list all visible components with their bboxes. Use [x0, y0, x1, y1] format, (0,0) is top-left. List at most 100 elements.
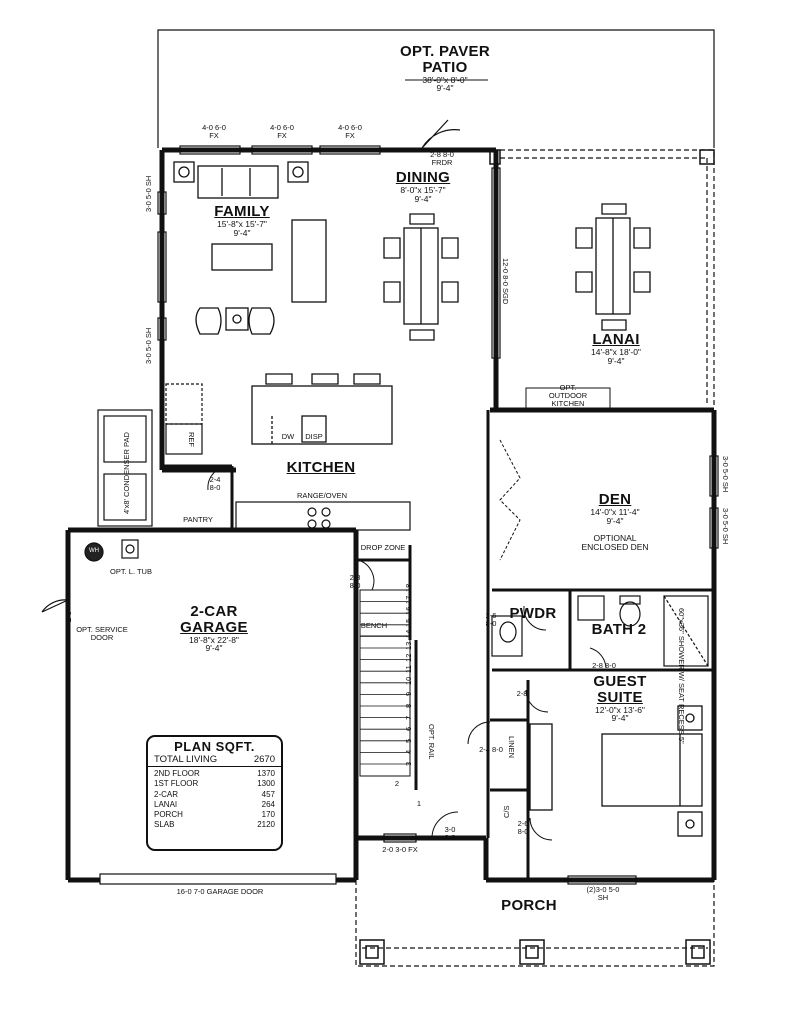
patio-dims: 38'-0"x 8'-0": [422, 74, 468, 85]
kitchen-name: KITCHEN: [286, 459, 356, 476]
den-window-2: 3-0 5-0 SH: [721, 508, 730, 545]
front-window-label: 2-0 3-0 FX: [382, 845, 418, 854]
guest-window: [567, 875, 637, 885]
sh-window-family-top: 3-0 5-0 SH: [144, 175, 153, 212]
tub-label: OPT. L. TUB: [110, 567, 152, 576]
wh-label: WH: [89, 548, 99, 554]
lanai-ceiling: 9'-4": [607, 355, 625, 366]
outdoor-kitchen-box: [525, 387, 611, 410]
family-name: FAMILY: [214, 203, 270, 220]
stair-number: 18: [404, 583, 413, 592]
sqft-total-value: 2670: [253, 754, 275, 765]
cs-label: C/S: [502, 805, 511, 818]
family-label: FAMILY 15'-8"x 15'-7" 9'-4": [192, 204, 292, 238]
exterior-walls: [65, 147, 717, 883]
front-window: [383, 833, 417, 843]
bath-door-label: 2-8 8-0: [592, 661, 616, 670]
den-french-doors: [499, 439, 521, 561]
lanai-corner-posts: [489, 149, 715, 165]
porch-name: PORCH: [501, 897, 557, 914]
stair-number: 7: [404, 715, 413, 720]
porch-columns: [359, 939, 711, 965]
patio-name-2: PATIO: [422, 58, 468, 76]
lanai-label: LANAI 14'-8"x 18'-0" 9'-4": [576, 332, 656, 366]
stair-number: 10: [404, 676, 413, 685]
shower-label: 60"x36" SHOWER W/ SEAT RECESS 5": [677, 608, 686, 744]
den-name: DEN: [598, 491, 632, 508]
patio-name-1: OPT. PAVER: [400, 43, 490, 60]
stair-number: 17: [404, 595, 413, 604]
left-windows: [157, 191, 167, 341]
condenser-pad: [97, 409, 153, 527]
garage-door-label: 16-0 7-0 GARAGE DOOR: [176, 887, 264, 896]
stair-number: 9: [404, 692, 413, 697]
dining-label: DINING 8'-0"x 15'-7" 9'-4": [380, 170, 466, 204]
patio-ceiling: 9'-4": [436, 83, 454, 94]
den-note-1: OPTIONAL: [593, 532, 637, 543]
garage-name-1: 2-CAR: [190, 603, 238, 620]
kitchen-island: [251, 373, 393, 445]
bench-label: BENCH: [360, 621, 388, 630]
den-ceiling: 9'-4": [606, 515, 624, 526]
garage-ceiling: 9'-4": [205, 643, 223, 654]
stair-1: 1: [416, 799, 422, 808]
dw-label: DW: [281, 432, 295, 441]
dining-furniture: [383, 213, 459, 341]
family-furniture: [173, 161, 327, 335]
drop-zone-label: DROP ZONE: [360, 543, 406, 552]
stair-number: 6: [404, 727, 413, 732]
kitchen-counter: [235, 501, 411, 531]
dining-name: DINING: [395, 169, 451, 186]
dining-dims: 8'-0"x 15'-7": [400, 184, 446, 195]
dining-ceiling: 9'-4": [414, 193, 432, 204]
bath-fixtures: [491, 595, 709, 667]
lanai-dims: 14'-8"x 18'-0": [591, 346, 641, 357]
family-ceiling: 9'-4": [233, 227, 251, 238]
garage-name-2: GARAGE: [180, 618, 248, 636]
stair-number: 14: [404, 630, 413, 639]
guest-name-1: GUEST: [593, 673, 647, 690]
stair-number: 15: [404, 618, 413, 627]
guest-door-label: 2-8: [516, 689, 528, 698]
service-door-size: 2-8: [64, 611, 73, 622]
stair-number: 13: [404, 641, 413, 650]
door-swings: [207, 465, 607, 841]
patio-label: OPT. PAVER PATIO 38'-0"x 8'-0" 9'-4": [385, 44, 505, 93]
pantry-label: PANTRY: [183, 515, 213, 524]
den-label: DEN 14'-0"x 11'-4" 9'-4" OPTIONAL ENCLOS…: [570, 492, 660, 551]
stair-number: 11: [404, 665, 413, 674]
guest-label: GUEST SUITE 12'-0"x 13'-6" 9'-4": [580, 674, 660, 723]
stair-number: 16: [404, 606, 413, 616]
patio-outline: [157, 29, 715, 148]
linen-label: LINEN: [507, 736, 516, 759]
stair-number: 4: [404, 750, 413, 755]
bath2-name: BATH 2: [591, 621, 647, 638]
sqft-total-row: TOTAL LIVING 2670: [148, 754, 281, 767]
porch-outline: [355, 880, 715, 967]
lanai-furniture: [575, 203, 651, 331]
frdr-swing: [421, 119, 461, 149]
sgd-label: 12-0 8-0 SGD: [501, 258, 510, 305]
sh-window-family-bot: 3-0 5-0 SH: [144, 327, 153, 364]
guest-furniture: [529, 705, 703, 837]
condenser-label: 4'x8' CONDENSER PAD: [122, 432, 131, 514]
stair-number: 12: [404, 653, 413, 662]
sqft-title: PLAN SQFT.: [174, 739, 255, 754]
lanai-name: LANAI: [592, 331, 640, 348]
stair-number: 5: [404, 738, 413, 743]
opt-rail-label: OPT. RAIL: [427, 724, 436, 760]
